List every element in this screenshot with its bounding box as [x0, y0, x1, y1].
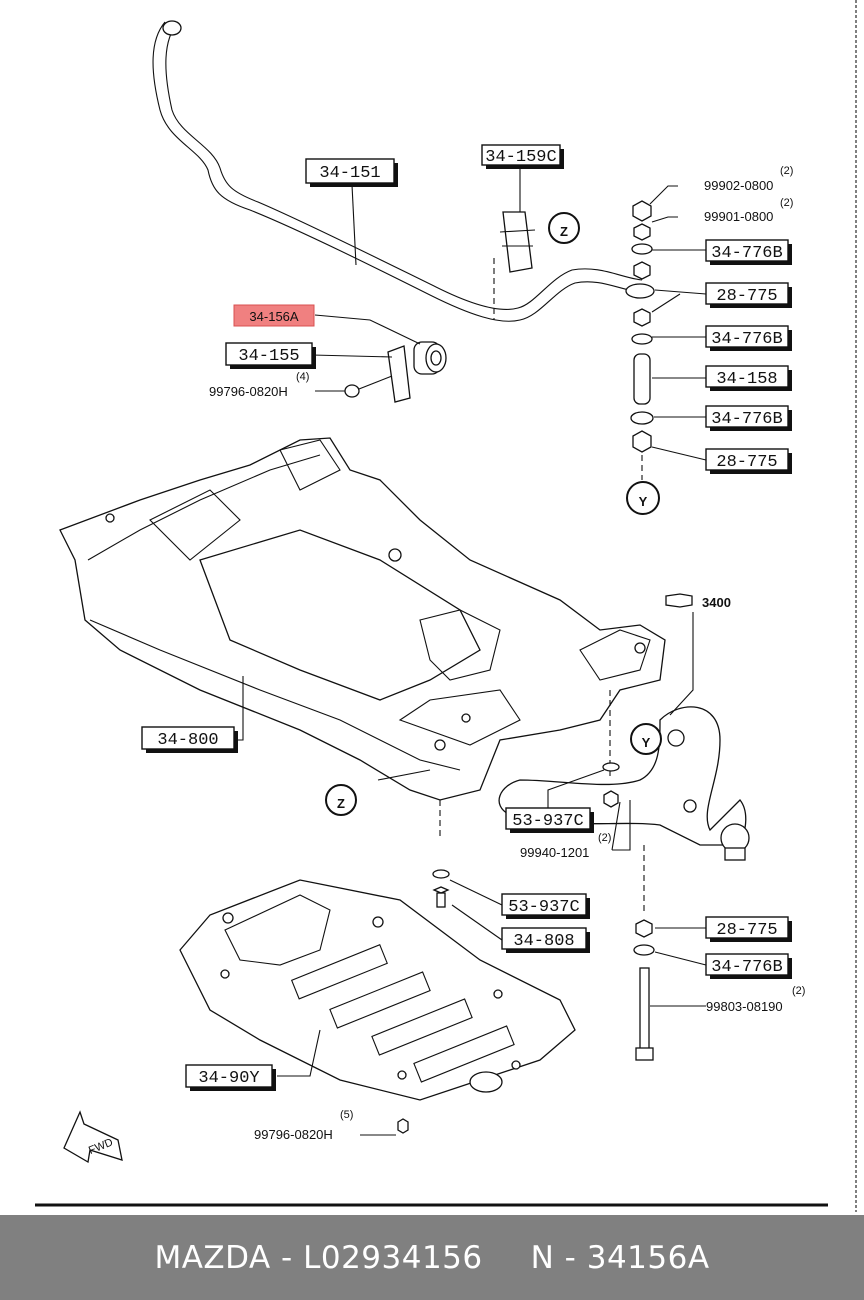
svg-text:28-775: 28-775 [716, 921, 777, 940]
svg-text:34-155: 34-155 [238, 347, 299, 366]
marker-z-bottom: Z [325, 784, 357, 816]
label-99796-top[interactable]: (4) 99796-0820H [209, 371, 309, 399]
svg-text:34-158: 34-158 [716, 370, 777, 389]
svg-text:99796-0820H: 99796-0820H [209, 384, 288, 399]
marker-y-top: Y [626, 481, 660, 515]
svg-text:34-776B: 34-776B [711, 330, 782, 349]
svg-text:99901-0800: 99901-0800 [704, 209, 773, 224]
svg-text:53-937C: 53-937C [512, 812, 583, 831]
svg-text:28-775: 28-775 [716, 287, 777, 306]
under-cover [179, 879, 576, 1136]
svg-text:99902-0800: 99902-0800 [704, 178, 773, 193]
bushing-bracket [344, 345, 411, 403]
leader-lines [233, 166, 707, 1077]
label-34-800[interactable]: 34-800 [141, 726, 238, 753]
label-53-937c-2[interactable]: 53-937C [501, 893, 590, 919]
svg-text:34-151: 34-151 [319, 164, 380, 183]
svg-text:Y: Y [639, 494, 648, 509]
svg-text:Z: Z [337, 796, 345, 811]
label-99803[interactable]: (2) 99803-08190 [706, 985, 805, 1014]
svg-text:99796-0820H: 99796-0820H [254, 1127, 333, 1142]
svg-text:34-776B: 34-776B [711, 244, 782, 263]
upper-bracket [493, 211, 536, 320]
label-34-151[interactable]: 34-151 [305, 158, 398, 187]
label-34-776b-4[interactable]: 34-776B [705, 953, 792, 979]
parts-diagram: 34-151 34-159C 34-156A 34-155 (4) 99796-… [35, 0, 857, 1212]
svg-text:34-776B: 34-776B [711, 410, 782, 429]
svg-text:99940-1201: 99940-1201 [520, 845, 589, 860]
stabilizer-bar [152, 20, 655, 322]
svg-text:34-90Y: 34-90Y [198, 1069, 259, 1088]
svg-text:(2): (2) [598, 832, 611, 844]
marker-y-bottom: Y [630, 723, 662, 755]
label-99901[interactable]: (2) 99901-0800 [704, 197, 793, 224]
stabilizer-bushing [413, 341, 447, 375]
label-34-156a-highlighted[interactable]: 34-156A [233, 304, 315, 327]
label-99902[interactable]: (2) 99902-0800 [704, 165, 793, 193]
fwd-arrow-icon: FWD [63, 1110, 123, 1164]
label-34-808[interactable]: 34-808 [501, 927, 590, 953]
label-28-775-1[interactable]: 28-775 [705, 282, 792, 308]
label-34-776b-3[interactable]: 34-776B [705, 405, 792, 431]
label-34-776b-1[interactable]: 34-776B [705, 239, 792, 265]
svg-text:34-800: 34-800 [157, 731, 218, 750]
label-34-90y[interactable]: 34-90Y [185, 1064, 276, 1091]
svg-text:(2): (2) [792, 985, 805, 997]
label-99940[interactable]: (2) 99940-1201 [520, 832, 611, 860]
svg-text:3400: 3400 [702, 595, 731, 610]
pointing-hand-icon [665, 593, 693, 608]
bottom-bolt-stack [633, 845, 655, 1061]
svg-text:34-808: 34-808 [513, 932, 574, 951]
svg-text:Z: Z [560, 224, 568, 239]
part-number-right: N - 34156A [530, 1239, 710, 1276]
small-fasteners [432, 762, 620, 908]
svg-text:99803-08190: 99803-08190 [706, 999, 783, 1014]
label-53-937c-1[interactable]: 53-937C [505, 807, 594, 833]
svg-text:(2): (2) [780, 165, 793, 177]
label-3400[interactable]: 3400 [665, 593, 731, 610]
svg-text:(4): (4) [296, 371, 309, 383]
part-footer: MAZDA - L02934156 N - 34156A [0, 1215, 864, 1300]
svg-text:(5): (5) [340, 1109, 353, 1121]
marker-z-top: Z [548, 212, 580, 244]
label-34-158[interactable]: 34-158 [705, 365, 792, 391]
link-stack [630, 200, 654, 480]
front-crossmember [59, 437, 666, 840]
label-34-155[interactable]: 34-155 [225, 342, 316, 369]
svg-text:34-776B: 34-776B [711, 958, 782, 977]
svg-text:28-775: 28-775 [716, 453, 777, 472]
label-34-159c[interactable]: 34-159C [481, 144, 564, 169]
part-number-left: MAZDA - L02934156 [154, 1239, 483, 1276]
label-28-775-3[interactable]: 28-775 [705, 916, 792, 942]
svg-text:53-937C: 53-937C [508, 898, 579, 917]
label-34-776b-2[interactable]: 34-776B [705, 325, 792, 351]
label-99796-bottom[interactable]: (5) 99796-0820H [254, 1109, 353, 1142]
svg-text:(2): (2) [780, 197, 793, 209]
svg-text:Y: Y [642, 735, 651, 750]
svg-text:34-156A: 34-156A [249, 309, 298, 324]
svg-text:34-159C: 34-159C [485, 148, 556, 167]
label-28-775-2[interactable]: 28-775 [705, 448, 792, 474]
